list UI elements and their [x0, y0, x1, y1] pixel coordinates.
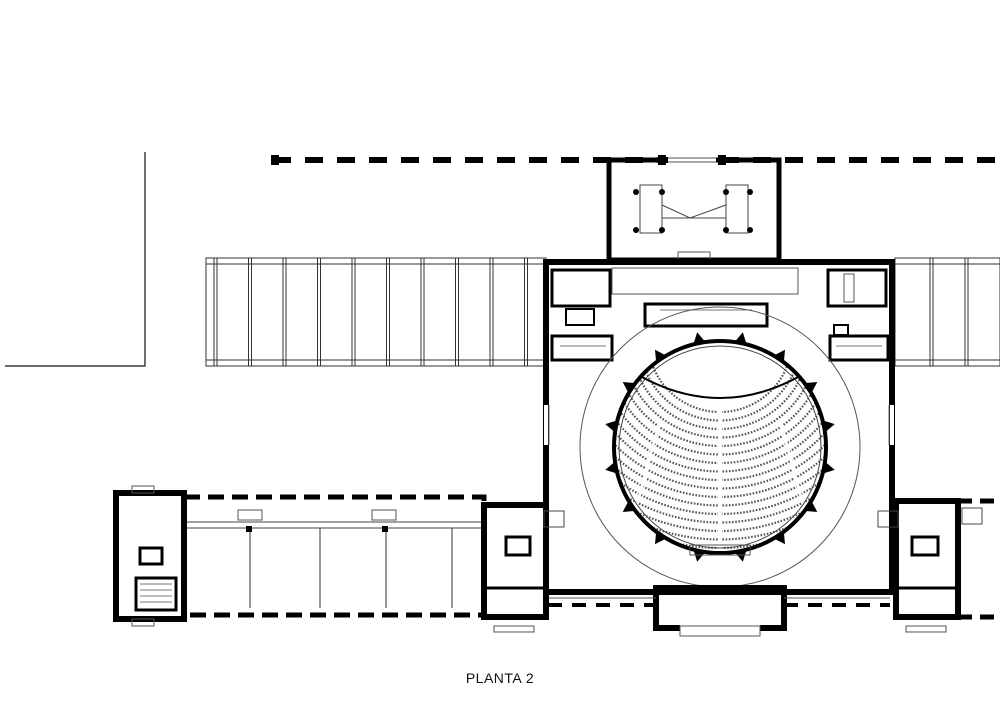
top-wall-end-post [271, 155, 279, 165]
plan-title: PLANTA 2 [465, 670, 535, 686]
buttress-mark [693, 332, 706, 345]
right-connector [877, 498, 1000, 633]
left-wing [113, 485, 487, 627]
buttress-mark [804, 500, 818, 513]
buttress-mark [773, 531, 786, 545]
buttress-mark [734, 549, 747, 562]
auditorium-hall [543, 259, 895, 637]
pergola-right [894, 257, 1000, 367]
buttress-mark [734, 332, 747, 345]
buttress-mark [622, 500, 636, 513]
buttress-mark [605, 461, 618, 474]
buttress-mark [822, 420, 835, 433]
pergola-left [205, 257, 547, 367]
buttress-mark [654, 349, 667, 363]
entrance-block [606, 155, 782, 265]
buttress-mark [622, 381, 636, 394]
buttress-mark [693, 549, 706, 562]
buttress-mark [773, 349, 786, 363]
site-boundary-line [5, 152, 146, 367]
buttress-mark [804, 381, 818, 394]
left-connector [481, 502, 565, 633]
buttress-mark [822, 461, 835, 474]
buttress-mark [654, 531, 667, 545]
buttress-mark [605, 420, 618, 433]
